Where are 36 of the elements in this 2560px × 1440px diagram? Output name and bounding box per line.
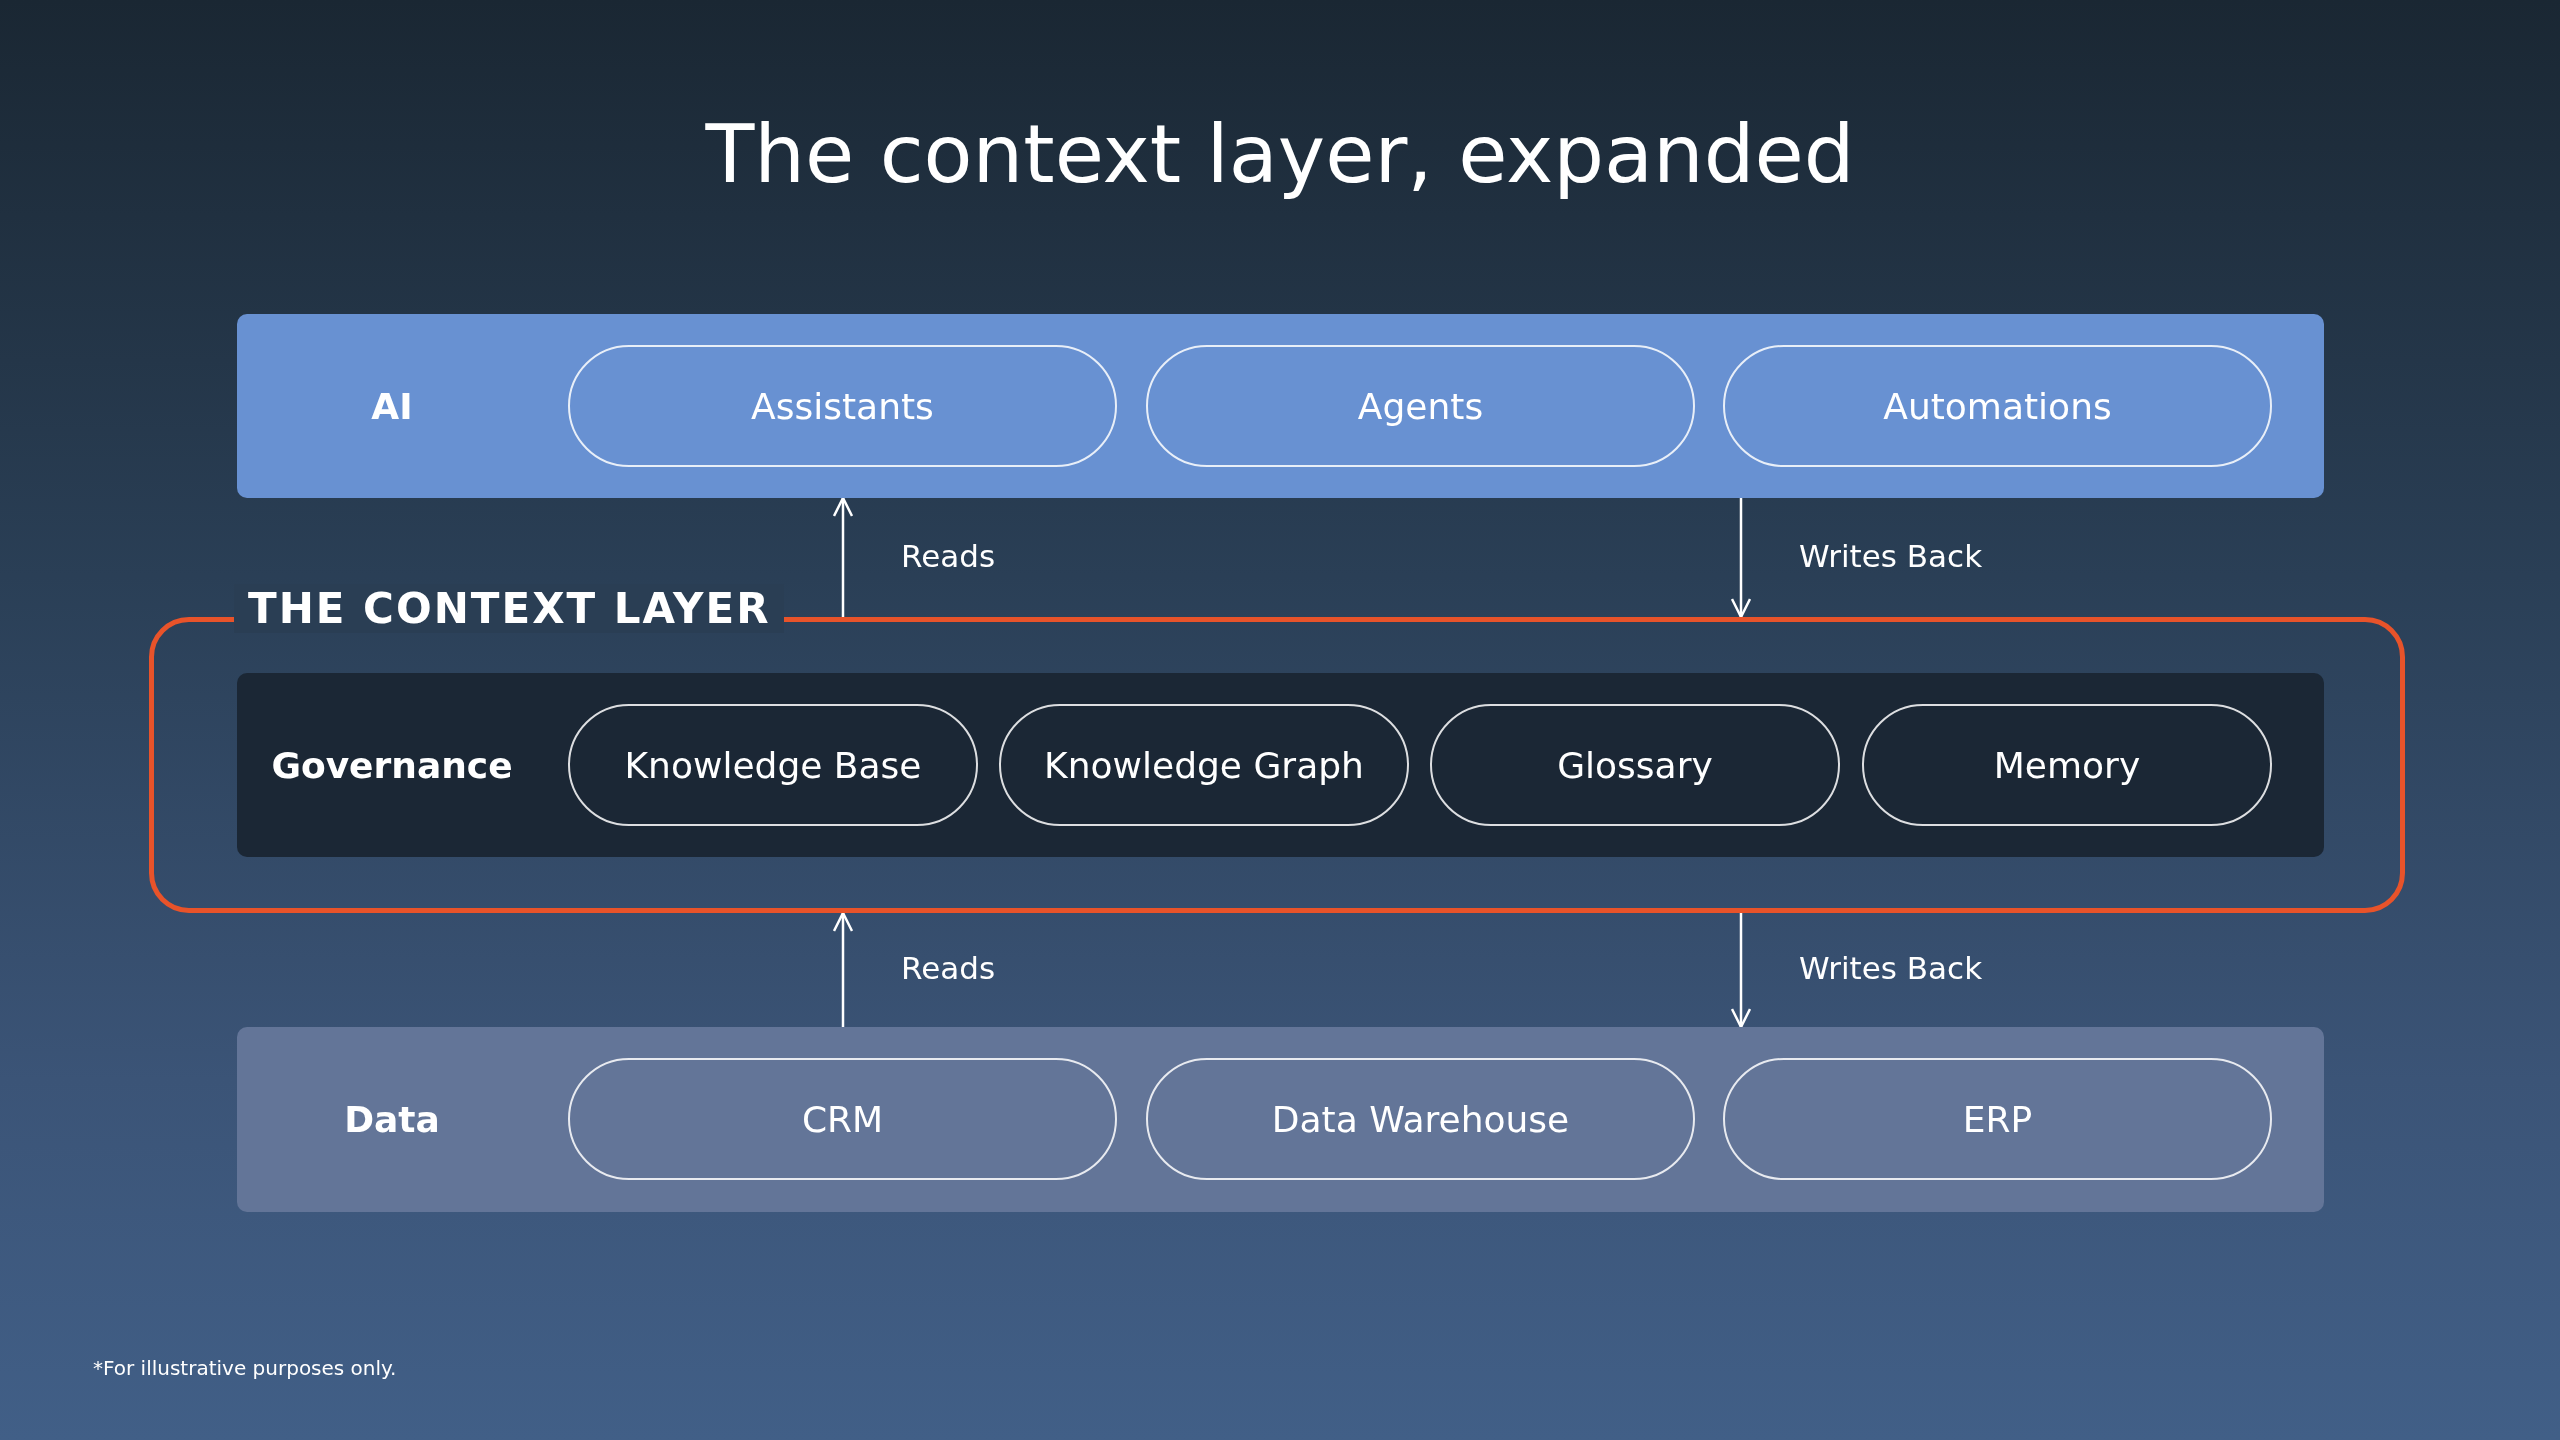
component-label: Knowledge Graph [1044,744,1364,786]
arrow [832,496,854,617]
layer-label: AI [371,385,413,427]
layer-label: Data [344,1099,440,1140]
component-pill [1146,345,1695,467]
component-pill [1723,1058,2272,1180]
edge-label: Reads [901,537,996,574]
component-pill [999,704,1409,826]
layer-band [237,673,2324,857]
component-pill [568,704,978,826]
edge-label: Reads [901,950,996,986]
footnote: *For illustrative purposes only. [93,1356,397,1380]
layer-label: Governance [271,744,513,786]
edge-label: Writes Back [1799,537,1983,574]
component-pill [1862,704,2272,826]
component-pill [1723,345,2272,467]
component-label: Glossary [1557,744,1713,786]
component-label: Automations [1883,385,2112,427]
layer-band [237,1027,2324,1212]
component-pill [568,1058,1117,1180]
component-label: CRM [801,1098,884,1140]
component-label: Data Warehouse [1271,1098,1570,1140]
component-pill [1430,704,1840,826]
arrow [1730,913,1752,1029]
arrow [1730,498,1752,619]
component-label: Agents [1357,385,1484,427]
component-label: Knowledge Base [624,744,922,786]
component-label: Assistants [751,385,934,427]
component-pill [1146,1058,1695,1180]
title: The context layer, expanded [705,108,1855,201]
layer-band [237,314,2324,498]
component-pill [568,345,1117,467]
component-label: Memory [1993,744,2141,786]
arrow [832,911,854,1027]
component-label: ERP [1962,1098,2033,1140]
edge-label: Writes Back [1799,950,1983,986]
